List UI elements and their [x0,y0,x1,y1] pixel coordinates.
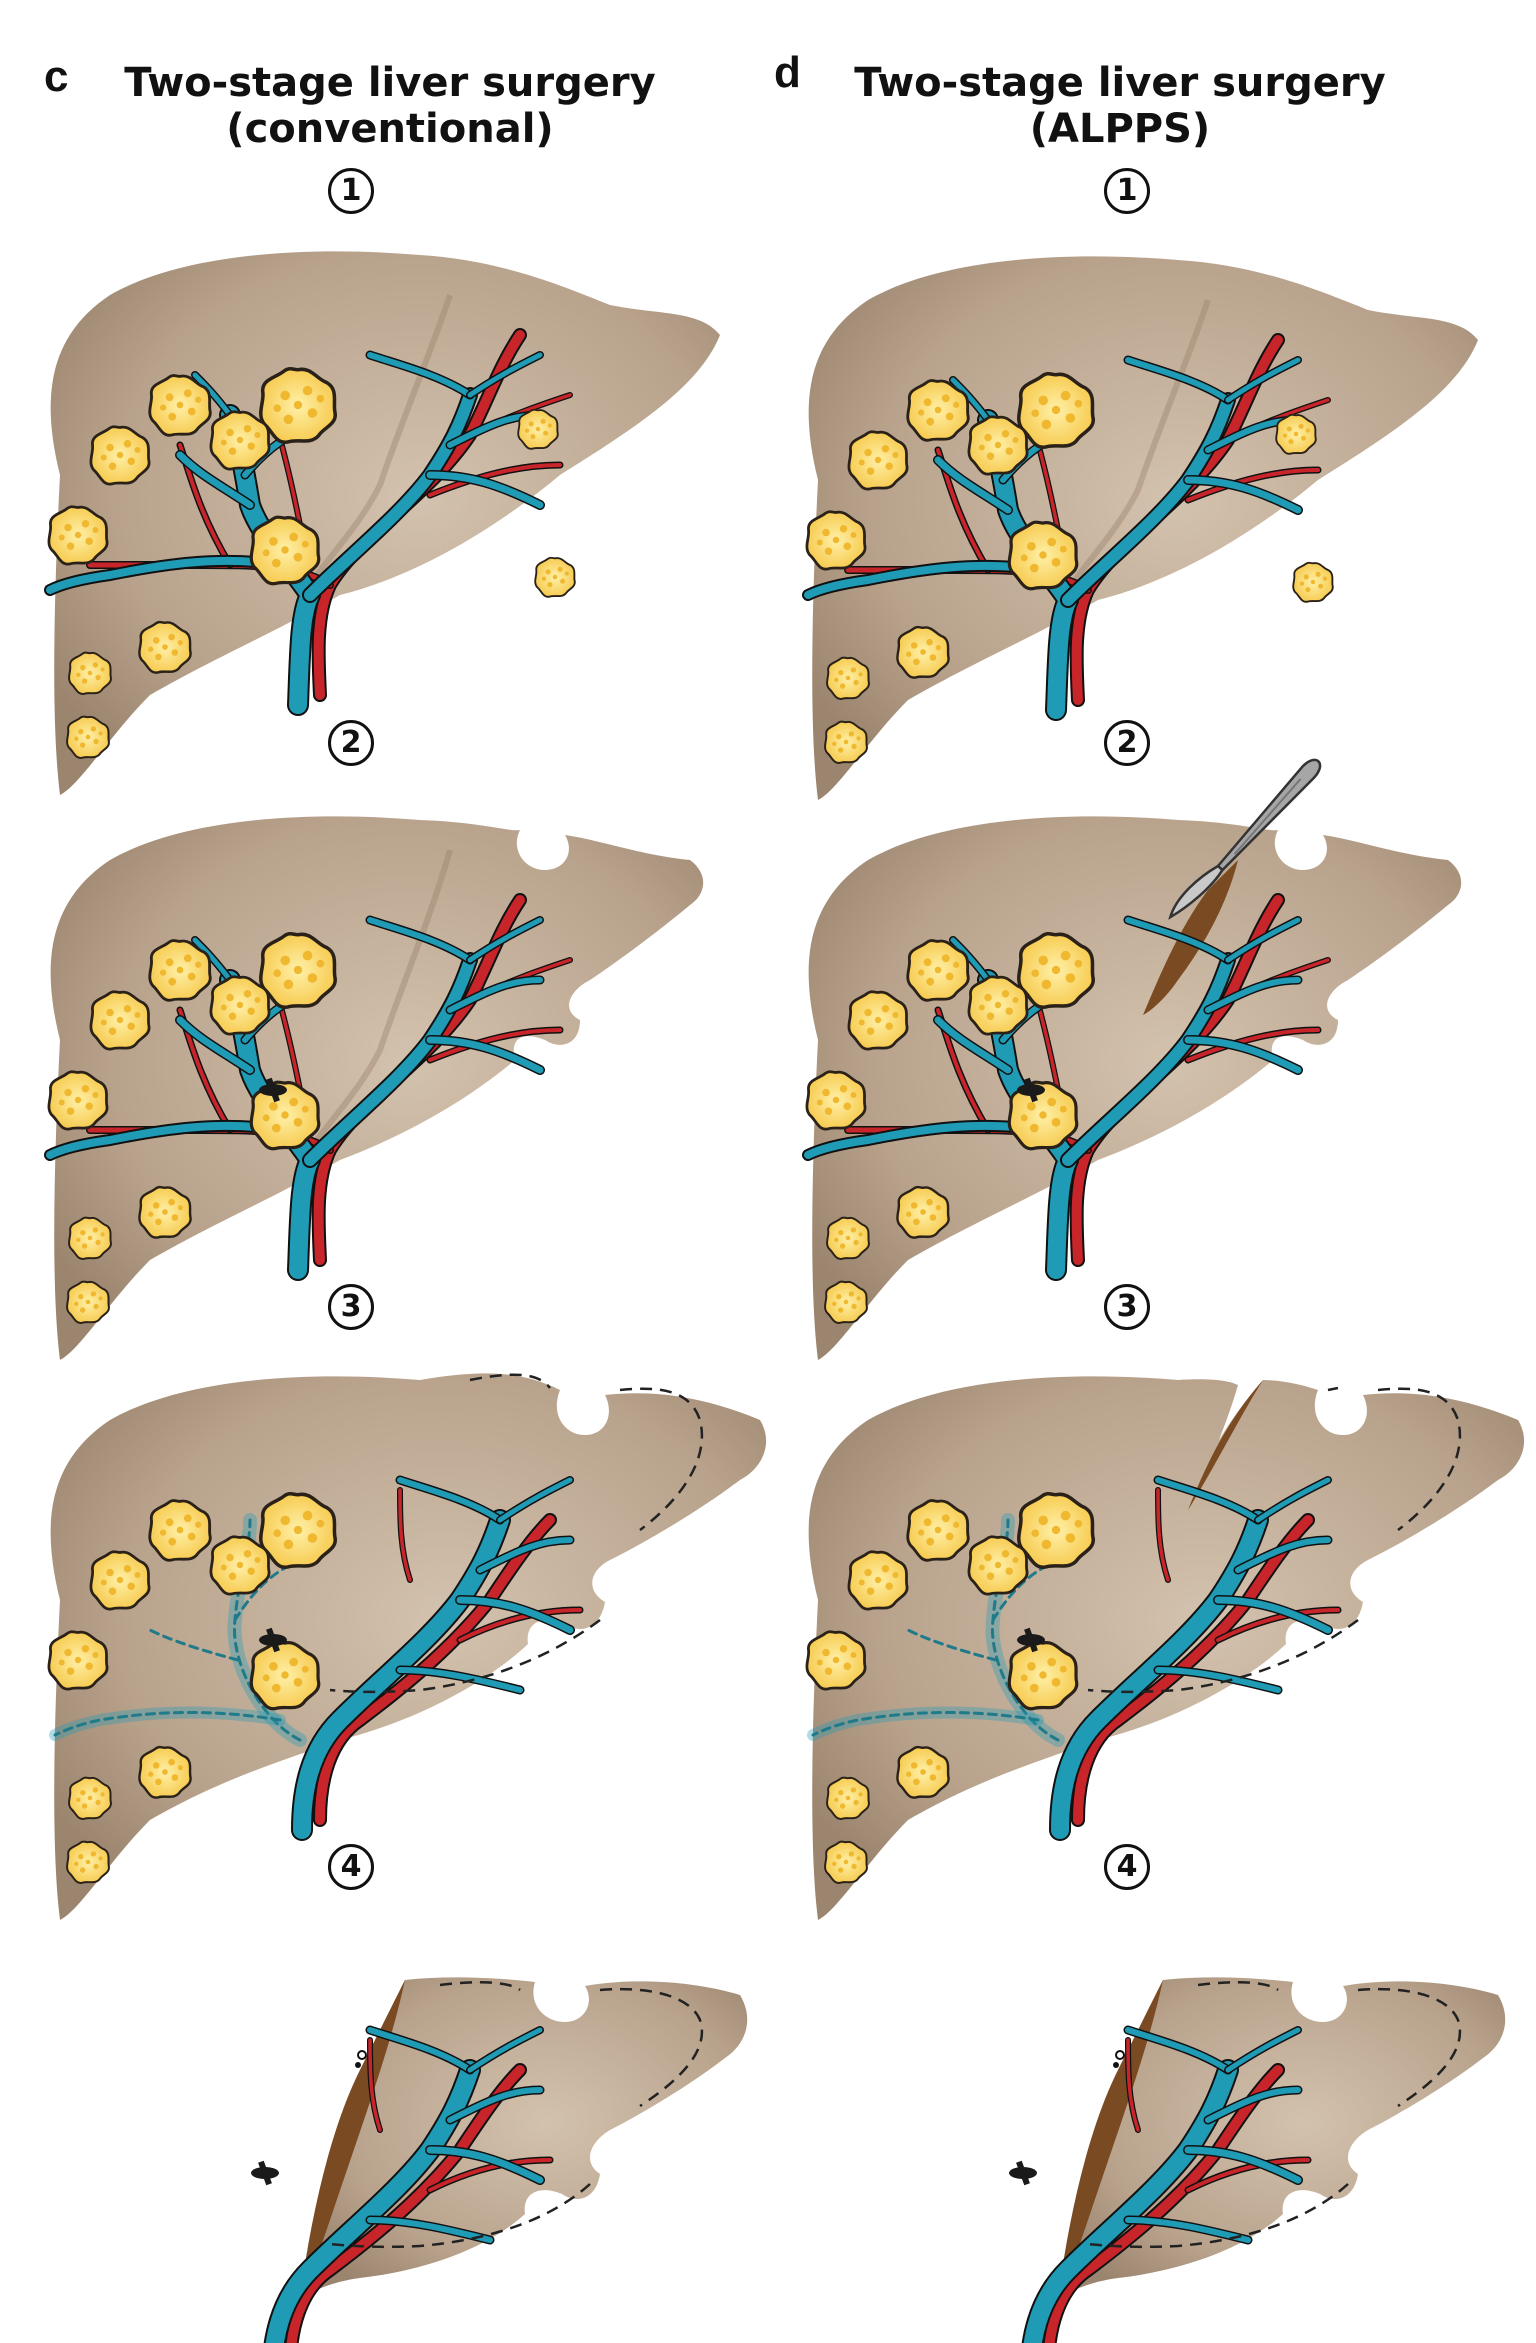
panel-letter-c: c [44,52,69,101]
step-marker-d-3: 3 [1104,1284,1150,1330]
liver-d-step3 [807,1376,1525,1920]
liver-c-step2 [49,816,704,1360]
step-marker-c-2: 2 [328,720,374,766]
step-marker-d-2: 2 [1104,720,1150,766]
liver-c-step1 [49,251,721,796]
liver-c-step4 [251,1977,748,2343]
liver-d-step4 [1009,1977,1506,2343]
step-marker-d-4: 4 [1104,1844,1150,1890]
panel-d-title-line2: (ALPPS) [1029,106,1211,152]
step-marker-c-1: 1 [328,168,374,214]
step-marker-c-4: 4 [328,1844,374,1890]
step-marker-c-3: 3 [328,1284,374,1330]
liver-d-step2 [807,816,1462,1360]
liver-c-step3 [49,1373,767,1920]
panel-d-title: Two-stage liver surgery (ALPPS) [840,60,1400,152]
scalpel-icon [1168,758,1322,920]
panel-d-title-line1: Two-stage liver surgery [854,60,1386,106]
panel-c-title: Two-stage liver surgery (conventional) [110,60,670,152]
panel-c-title-line2: (conventional) [226,106,554,152]
liver-d-step1 [807,256,1478,800]
panel-c-title-line1: Two-stage liver surgery [124,60,656,106]
panel-letter-d: d [774,48,801,97]
step-marker-d-1: 1 [1104,168,1150,214]
